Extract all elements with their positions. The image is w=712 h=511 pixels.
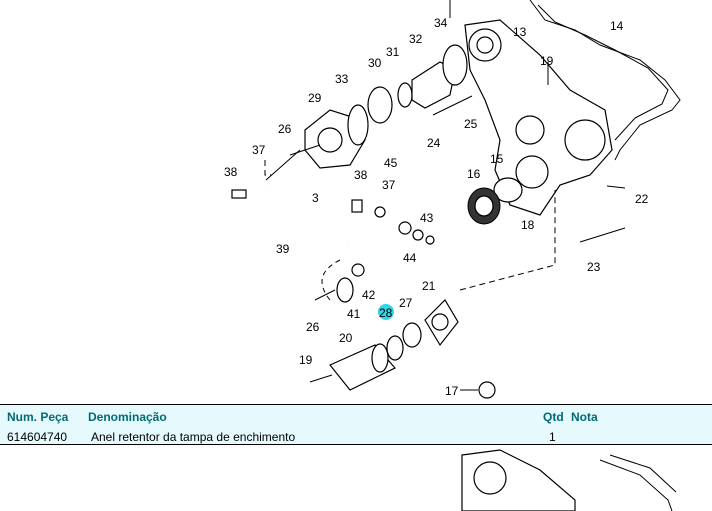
ring-28 — [386, 335, 404, 361]
header-note: Nota — [571, 410, 598, 424]
callout-14[interactable]: 14 — [610, 19, 624, 33]
callout-31[interactable]: 31 — [386, 45, 400, 59]
callout-34[interactable]: 34 — [434, 16, 448, 30]
header-qty: Qtd — [543, 410, 564, 424]
callout-42[interactable]: 42 — [362, 288, 376, 302]
callout-21[interactable]: 21 — [422, 279, 436, 293]
timing-cover — [464, 19, 613, 216]
cover-opening — [564, 119, 606, 161]
callout-44[interactable]: 44 — [403, 251, 417, 265]
callout-39[interactable]: 39 — [276, 242, 290, 256]
callout-13[interactable]: 13 — [513, 25, 527, 39]
row-part-number: 614604740 — [7, 430, 68, 444]
header-part-number: Num. Peça — [7, 410, 69, 424]
hose-39 — [267, 184, 353, 286]
seal-15 — [493, 177, 523, 203]
gasket-outline-inner — [537, 4, 669, 141]
callout-18[interactable]: 18 — [521, 218, 535, 232]
callout-19b[interactable]: 19 — [299, 353, 313, 367]
callout-19a[interactable]: 19 — [540, 54, 554, 68]
callout-23[interactable]: 23 — [587, 260, 601, 274]
parts-info-panel: Num. Peça Denominação Qtd Nota 614604740… — [0, 404, 712, 445]
callout-26b[interactable]: 26 — [306, 320, 320, 334]
callout-3[interactable]: 3 — [312, 191, 319, 205]
callout-29[interactable]: 29 — [308, 91, 322, 105]
ring-31 — [397, 82, 413, 108]
bearing-30 — [367, 86, 393, 124]
ring-27 — [402, 322, 422, 348]
gasket-33 — [347, 104, 369, 146]
callout-37a[interactable]: 37 — [252, 143, 266, 157]
callout-20[interactable]: 20 — [339, 331, 353, 345]
callout-33[interactable]: 33 — [335, 72, 349, 86]
cover-seal-seat — [515, 155, 549, 189]
callout-25[interactable]: 25 — [464, 117, 478, 131]
bearing-34 — [442, 44, 468, 86]
callout-45[interactable]: 45 — [384, 156, 398, 170]
callout-27[interactable]: 27 — [399, 296, 413, 310]
callout-24[interactable]: 24 — [427, 136, 441, 150]
callout-43[interactable]: 43 — [420, 211, 434, 225]
highlighted-callout-marker[interactable] — [378, 304, 394, 320]
cover-boss-hole — [476, 36, 494, 54]
callout-41[interactable]: 41 — [347, 307, 361, 321]
callout-26a[interactable]: 26 — [278, 122, 292, 136]
callout-30[interactable]: 30 — [368, 56, 382, 70]
callout-38a[interactable]: 38 — [224, 165, 238, 179]
callout-37b[interactable]: 37 — [382, 178, 396, 192]
row-description: Anel retentor da tampa de enchimento — [91, 430, 296, 444]
callout-28[interactable]: 28 — [379, 306, 393, 320]
callout-22[interactable]: 22 — [635, 192, 649, 206]
cover-hub — [515, 115, 545, 145]
callout-17[interactable]: 17 — [445, 384, 459, 398]
callout-38b[interactable]: 38 — [354, 168, 368, 182]
callout-32[interactable]: 32 — [409, 32, 423, 46]
row-qty: 1 — [549, 430, 556, 444]
header-description: Denominação — [88, 410, 167, 424]
callout-16[interactable]: 16 — [467, 167, 481, 181]
callout-15[interactable]: 15 — [490, 152, 504, 166]
